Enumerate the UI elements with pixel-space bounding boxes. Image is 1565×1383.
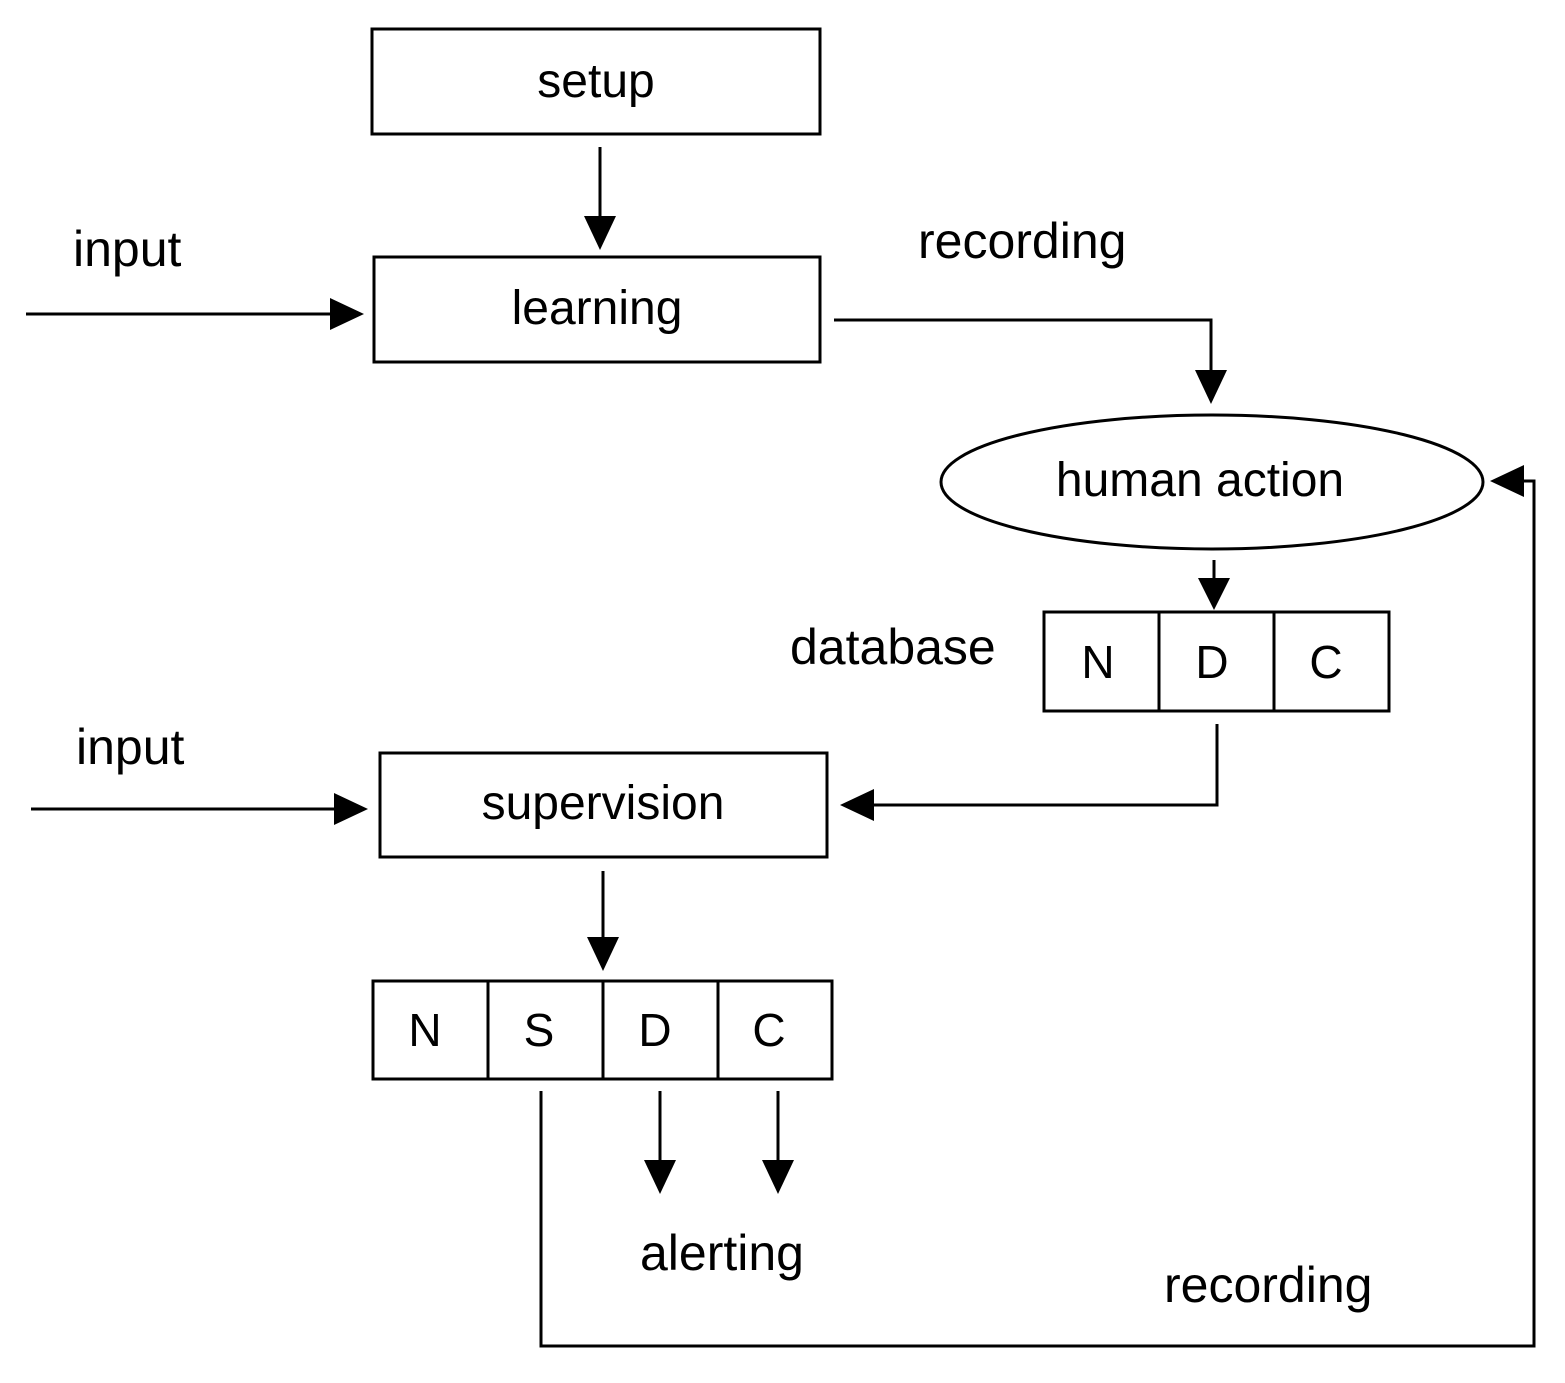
result-cell-c: C [752, 1004, 785, 1056]
recording-label-bottom: recording [1164, 1257, 1372, 1313]
database-cell-c: C [1309, 636, 1342, 688]
human-action-label: human action [1056, 454, 1344, 507]
arrow-input-to-supervision [31, 793, 368, 825]
input-label-bottom: input [76, 719, 185, 775]
setup-label: setup [537, 55, 654, 108]
arrow-setup-to-learning [584, 147, 616, 250]
arrow-database-to-supervision [840, 724, 1219, 821]
database-cell-n: N [1081, 636, 1114, 688]
arrow-human-action-to-database [1198, 560, 1230, 610]
supervision-node: supervision [378, 751, 829, 859]
learning-label: learning [512, 282, 683, 335]
setup-node: setup [370, 27, 822, 136]
arrow-s-to-human-action [539, 465, 1536, 1348]
result-cell-d: D [638, 1004, 671, 1056]
recording-label-top: recording [918, 213, 1126, 269]
human-action-node: human action [939, 413, 1485, 551]
input-label-top: input [73, 221, 182, 277]
alerting-label: alerting [640, 1225, 804, 1281]
result-cell-s: S [524, 1004, 555, 1056]
arrow-c-to-alerting [762, 1091, 794, 1194]
arrow-d-to-alerting [644, 1091, 676, 1194]
arrow-learning-to-human-action [834, 318, 1227, 404]
database-label: database [790, 619, 996, 675]
learning-node: learning [372, 255, 822, 364]
arrow-supervision-to-result [587, 871, 619, 971]
supervision-result-record: N S D C [371, 979, 834, 1081]
database-cell-d: D [1195, 636, 1228, 688]
result-cell-n: N [408, 1004, 441, 1056]
supervision-label: supervision [482, 777, 725, 830]
arrow-input-to-learning [26, 298, 364, 330]
database-record: N D C [1042, 610, 1391, 713]
